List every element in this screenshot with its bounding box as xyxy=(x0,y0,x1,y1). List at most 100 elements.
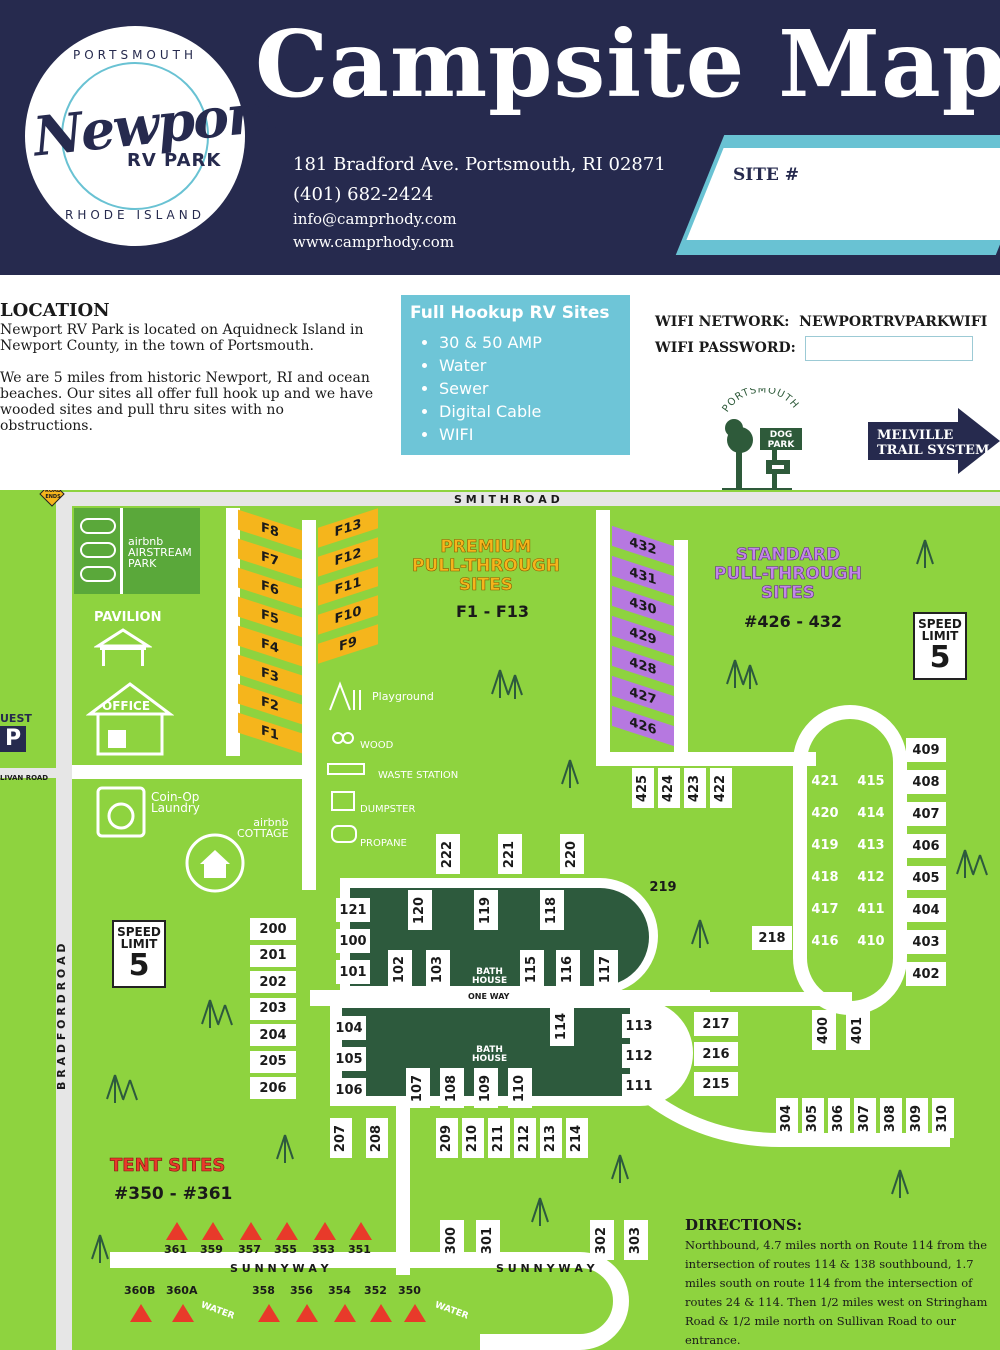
campsite-301[interactable]: 301 xyxy=(476,1220,500,1260)
campsite-405[interactable]: 405 xyxy=(906,866,946,890)
campsite-305[interactable]: 305 xyxy=(802,1098,824,1138)
campsite-219[interactable]: 219 xyxy=(646,876,680,898)
tent-site-355[interactable]: 355 xyxy=(274,1243,297,1256)
campsite-103[interactable]: 103 xyxy=(426,950,450,988)
campsite-111[interactable]: 111 xyxy=(622,1074,656,1098)
campsite-216[interactable]: 216 xyxy=(694,1042,738,1066)
campsite-310[interactable]: 310 xyxy=(932,1098,954,1138)
campsite-207[interactable]: 207 xyxy=(330,1118,352,1158)
campsite-416[interactable]: 416 xyxy=(808,930,842,952)
campsite-417[interactable]: 417 xyxy=(808,898,842,920)
campsite-205[interactable]: 205 xyxy=(250,1050,296,1073)
campsite-422[interactable]: 422 xyxy=(710,768,732,808)
campsite-120[interactable]: 120 xyxy=(408,890,432,930)
campsite-425[interactable]: 425 xyxy=(632,768,654,808)
campsite-102[interactable]: 102 xyxy=(388,950,412,988)
campsite-number: 413 xyxy=(857,837,885,853)
campsite-408[interactable]: 408 xyxy=(906,770,946,794)
campsite-423[interactable]: 423 xyxy=(684,768,706,808)
campsite-201[interactable]: 201 xyxy=(250,944,296,967)
campsite-222[interactable]: 222 xyxy=(436,834,460,874)
tent-site-350[interactable]: 350 xyxy=(398,1284,421,1297)
campsite-215[interactable]: 215 xyxy=(694,1072,738,1096)
campsite-204[interactable]: 204 xyxy=(250,1024,296,1046)
campsite-400[interactable]: 400 xyxy=(812,1010,836,1050)
campsite-121[interactable]: 121 xyxy=(336,898,370,922)
campsite-415[interactable]: 415 xyxy=(854,770,888,792)
tent-site-353[interactable]: 353 xyxy=(312,1243,335,1256)
tent-site-360b[interactable]: 360B xyxy=(124,1284,156,1297)
tent-site-351[interactable]: 351 xyxy=(348,1243,371,1256)
campsite-220[interactable]: 220 xyxy=(560,834,584,874)
campsite-403[interactable]: 403 xyxy=(906,930,946,954)
campsite-105[interactable]: 105 xyxy=(332,1047,366,1071)
campsite-108[interactable]: 108 xyxy=(440,1068,464,1108)
campsite-411[interactable]: 411 xyxy=(854,898,888,920)
campsite-118[interactable]: 118 xyxy=(540,890,564,930)
tent-site-361[interactable]: 361 xyxy=(164,1243,187,1256)
campsite-420[interactable]: 420 xyxy=(808,802,842,824)
campsite-200[interactable]: 200 xyxy=(250,918,296,940)
campsite-218[interactable]: 218 xyxy=(752,926,792,950)
campsite-208[interactable]: 208 xyxy=(366,1118,388,1158)
campsite-106[interactable]: 106 xyxy=(332,1078,366,1102)
campsite-308[interactable]: 308 xyxy=(880,1098,902,1138)
tent-site-352[interactable]: 352 xyxy=(364,1284,387,1297)
campsite-309[interactable]: 309 xyxy=(906,1098,928,1138)
tent-site-357[interactable]: 357 xyxy=(238,1243,261,1256)
campsite-109[interactable]: 109 xyxy=(474,1068,498,1108)
campsite-217[interactable]: 217 xyxy=(694,1012,738,1036)
campsite-421[interactable]: 421 xyxy=(808,770,842,792)
campsite-302[interactable]: 302 xyxy=(590,1220,614,1260)
campsite-214[interactable]: 214 xyxy=(566,1118,588,1158)
campsite-101[interactable]: 101 xyxy=(336,960,370,984)
campsite-110[interactable]: 110 xyxy=(508,1068,532,1108)
wifi-password-field[interactable] xyxy=(805,336,973,361)
premium-sites-title: PREMIUM PULL-THROUGH SITES xyxy=(412,537,560,595)
campsite-412[interactable]: 412 xyxy=(854,866,888,888)
site-number-field[interactable] xyxy=(686,148,1000,240)
campsite-300[interactable]: 300 xyxy=(440,1220,464,1260)
campsite-104[interactable]: 104 xyxy=(332,1016,366,1040)
campsite-113[interactable]: 113 xyxy=(622,1014,656,1038)
melville-trail-arrow[interactable] xyxy=(868,408,1000,474)
campsite-209[interactable]: 209 xyxy=(436,1118,458,1158)
campsite-424[interactable]: 424 xyxy=(658,768,680,808)
campsite-409[interactable]: 409 xyxy=(906,738,946,762)
campsite-413[interactable]: 413 xyxy=(854,834,888,856)
campsite-307[interactable]: 307 xyxy=(854,1098,876,1138)
tent-site-358[interactable]: 358 xyxy=(252,1284,275,1297)
campsite-115[interactable]: 115 xyxy=(520,950,544,988)
campsite-213[interactable]: 213 xyxy=(540,1118,562,1158)
campsite-418[interactable]: 418 xyxy=(808,866,842,888)
campsite-212[interactable]: 212 xyxy=(514,1118,536,1158)
campsite-114[interactable]: 114 xyxy=(550,1006,574,1046)
campsite-304[interactable]: 304 xyxy=(776,1098,798,1138)
tent-site-359[interactable]: 359 xyxy=(200,1243,223,1256)
campsite-407[interactable]: 407 xyxy=(906,802,946,826)
campsite-419[interactable]: 419 xyxy=(808,834,842,856)
campsite-401[interactable]: 401 xyxy=(846,1010,870,1050)
campsite-410[interactable]: 410 xyxy=(854,930,888,952)
campsite-303[interactable]: 303 xyxy=(624,1220,648,1260)
campsite-402[interactable]: 402 xyxy=(906,962,946,986)
tent-site-360a[interactable]: 360A xyxy=(166,1284,198,1297)
campsite-203[interactable]: 203 xyxy=(250,997,296,1020)
campsite-211[interactable]: 211 xyxy=(488,1118,510,1158)
tent-site-356[interactable]: 356 xyxy=(290,1284,313,1297)
campsite-112[interactable]: 112 xyxy=(622,1044,656,1068)
campsite-206[interactable]: 206 xyxy=(250,1077,296,1099)
campsite-107[interactable]: 107 xyxy=(406,1068,430,1108)
campsite-221[interactable]: 221 xyxy=(498,834,522,874)
campsite-404[interactable]: 404 xyxy=(906,898,946,922)
campsite-202[interactable]: 202 xyxy=(250,971,296,993)
campsite-117[interactable]: 117 xyxy=(594,950,618,988)
campsite-116[interactable]: 116 xyxy=(556,950,580,988)
campsite-210[interactable]: 210 xyxy=(462,1118,484,1158)
campsite-119[interactable]: 119 xyxy=(474,890,498,930)
campsite-406[interactable]: 406 xyxy=(906,834,946,858)
campsite-100[interactable]: 100 xyxy=(336,929,370,953)
campsite-414[interactable]: 414 xyxy=(854,802,888,824)
campsite-306[interactable]: 306 xyxy=(828,1098,850,1138)
tent-site-354[interactable]: 354 xyxy=(328,1284,351,1297)
